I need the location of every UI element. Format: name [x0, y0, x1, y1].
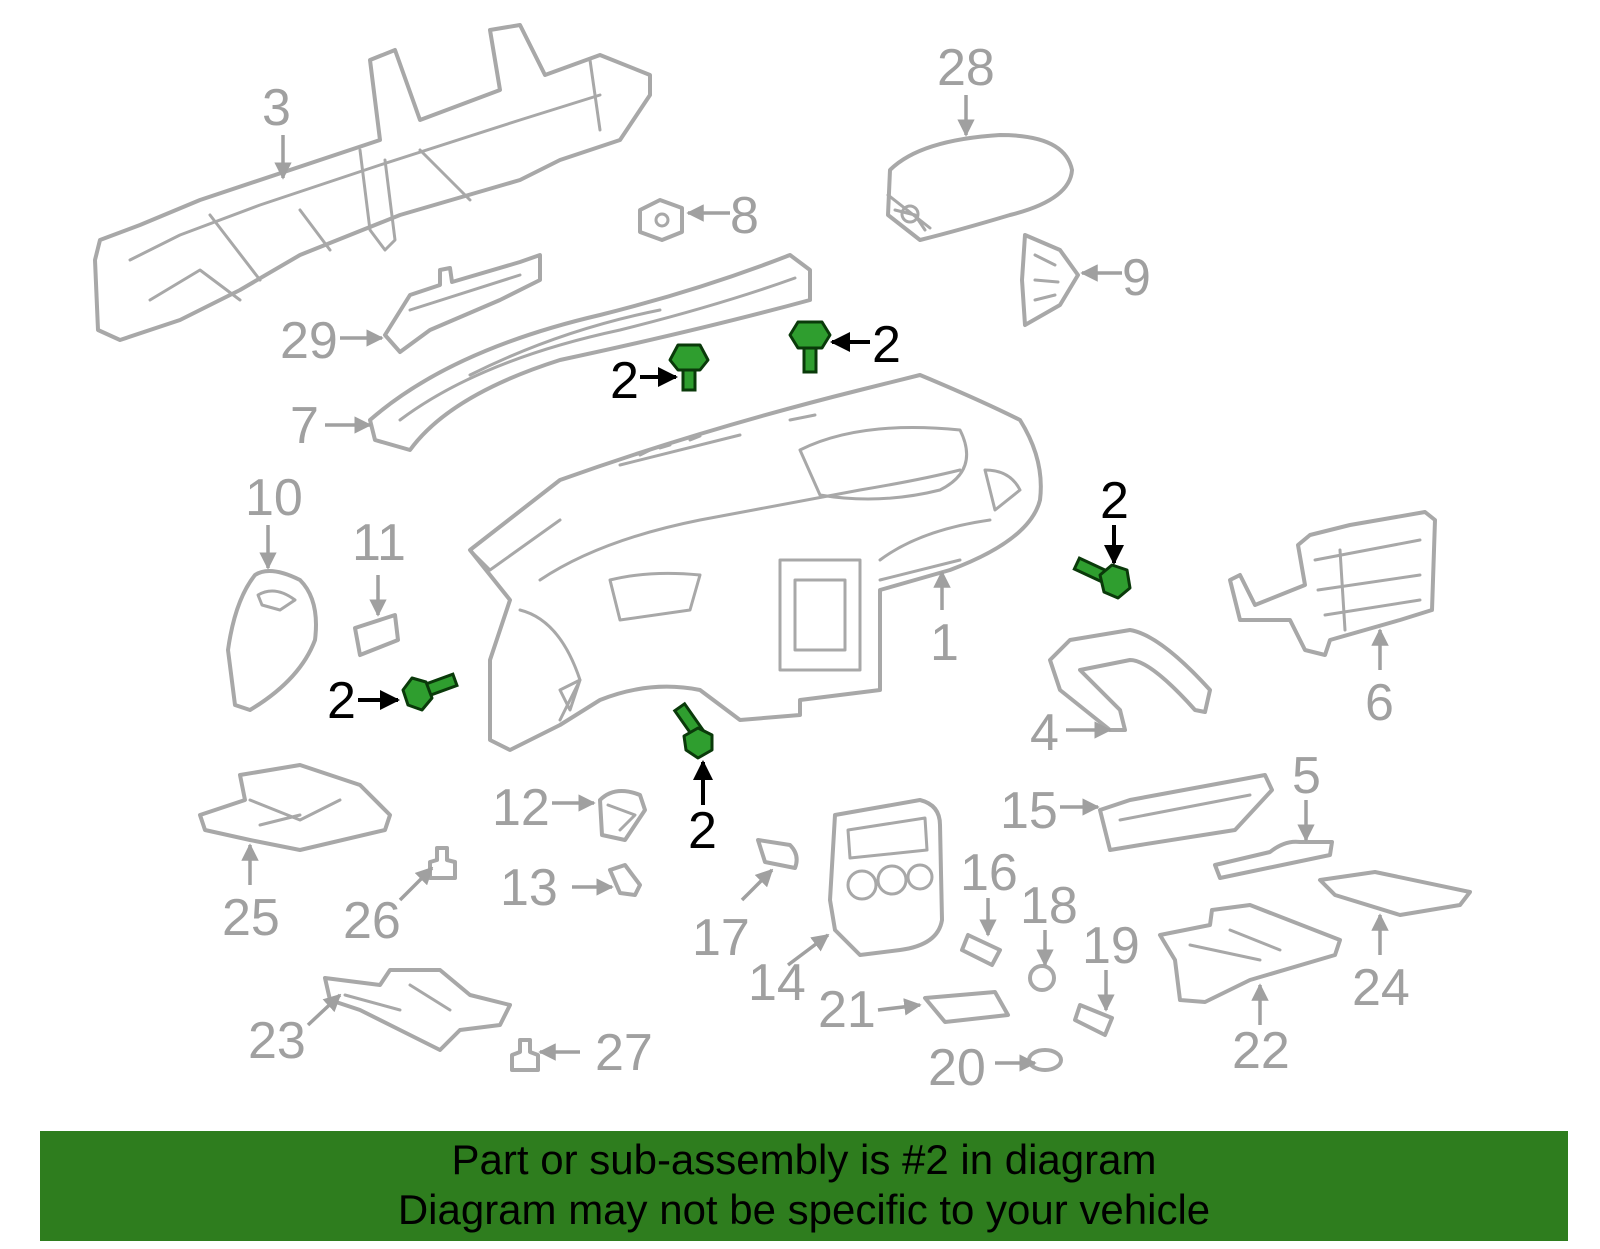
callout-23: 23 [248, 1012, 306, 1070]
callout-26: 26 [343, 892, 401, 950]
callout-2-b: 2 [872, 316, 901, 374]
callout-9: 9 [1122, 249, 1151, 307]
banner-line-1: Part or sub-assembly is #2 in diagram [451, 1136, 1157, 1183]
bolt-2-b[interactable] [788, 320, 832, 374]
part-22-panel [1158, 903, 1342, 1004]
callout-5: 5 [1292, 747, 1321, 805]
callout-16: 16 [960, 844, 1018, 902]
callout-1: 1 [930, 614, 959, 672]
part-24-panel [1318, 870, 1472, 917]
part-13-fastener [608, 863, 642, 897]
part-7-top-pad [368, 253, 812, 452]
part-6-bracket [1228, 510, 1437, 657]
callout-28: 28 [937, 39, 995, 97]
highlight-arrows [358, 332, 1124, 805]
part-4-bezel [1048, 628, 1212, 732]
leader-arrows [241, 95, 1389, 1072]
callout-18: 18 [1020, 877, 1078, 935]
callout-2-d: 2 [327, 672, 356, 730]
part-28-cover [886, 133, 1074, 242]
callout-13: 13 [500, 859, 558, 917]
callout-25: 25 [222, 889, 280, 947]
part-23-duct [323, 968, 512, 1052]
part-3-crossbeam [93, 23, 652, 342]
bolt-2-a[interactable] [668, 343, 710, 392]
callout-labels: 3 8 28 9 29 7 10 11 1 6 4 5 15 12 13 25 … [222, 39, 1410, 1097]
callout-3: 3 [262, 79, 291, 137]
bolt-2-e[interactable] [672, 701, 714, 760]
part-17-clip [756, 838, 799, 870]
callout-24: 24 [1352, 959, 1410, 1017]
callout-6: 6 [1365, 674, 1394, 732]
callout-14: 14 [748, 954, 806, 1012]
bolt-2-c[interactable] [1072, 556, 1132, 600]
part-26-pin [428, 846, 457, 880]
callout-2-c: 2 [1100, 472, 1129, 530]
part-5-strip [1213, 839, 1334, 880]
info-banner: Part or sub-assembly is #2 in diagram Di… [40, 1131, 1568, 1241]
part-20-plug [1027, 1048, 1063, 1072]
callout-2-e: 2 [688, 802, 717, 860]
callout-20: 20 [928, 1039, 986, 1097]
callout-22: 22 [1232, 1022, 1290, 1080]
part-29-bracket [383, 253, 542, 354]
part-1-instrument-panel [468, 373, 1043, 752]
banner-line-2: Diagram may not be specific to your vehi… [397, 1186, 1211, 1233]
part-8-clip [638, 198, 684, 242]
bolt-2-d[interactable] [401, 672, 459, 712]
part-10-trim [226, 569, 318, 712]
callout-17: 17 [692, 909, 750, 967]
parts-diagram: 3 8 28 9 29 7 10 11 1 6 4 5 15 12 13 25 … [93, 23, 1472, 1097]
callout-21: 21 [818, 981, 876, 1039]
part-21-plate [923, 990, 1010, 1024]
callout-12: 12 [492, 779, 550, 837]
callout-29: 29 [280, 312, 338, 370]
part-15-panel [1098, 773, 1274, 852]
part-12-vent [598, 789, 647, 842]
part-11-cover [353, 613, 400, 657]
part-18-knob [1028, 964, 1056, 992]
part-27-pin [510, 1038, 540, 1072]
part-16-knob [960, 933, 1002, 967]
part-25-panel [198, 763, 392, 852]
callout-19: 19 [1082, 917, 1140, 975]
callout-11: 11 [352, 514, 406, 572]
callout-15: 15 [1000, 782, 1058, 840]
part-9-bracket [1020, 233, 1080, 327]
callout-8: 8 [730, 187, 759, 245]
callout-10: 10 [245, 469, 303, 527]
highlight-labels: 2 2 2 2 2 [327, 316, 1129, 860]
part-19-knob [1073, 1003, 1114, 1037]
callout-4: 4 [1030, 704, 1059, 762]
callout-2-a: 2 [610, 352, 639, 410]
part-14-center-bezel [828, 798, 944, 957]
callout-27: 27 [595, 1024, 653, 1082]
callout-7: 7 [290, 397, 319, 455]
